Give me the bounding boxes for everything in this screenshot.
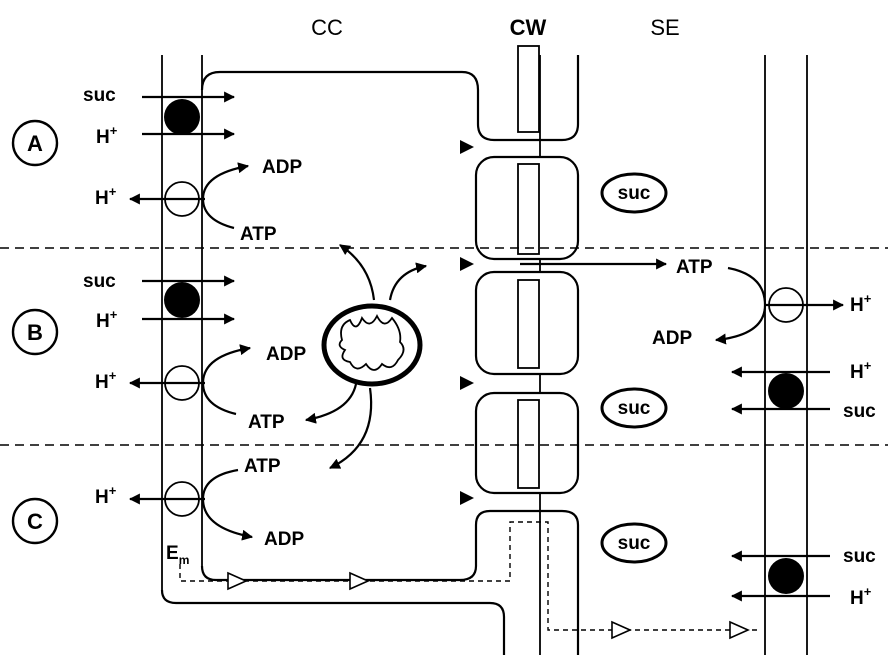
label-atp-a: ATP [240, 224, 277, 245]
region-label-cc: CC [311, 15, 343, 40]
symporter-se-b [730, 366, 830, 415]
label-h-b: H+ [96, 307, 118, 332]
label-adp-se: ADP [652, 328, 692, 349]
section-marker-b: B [11, 308, 59, 356]
suc-pool-b: suc [600, 387, 668, 429]
proton-pump-a [128, 162, 250, 230]
label-suc-a: suc [83, 85, 116, 106]
label-suc-se-b: suc [843, 401, 876, 422]
symporter-a [142, 91, 236, 140]
label-suc-b: suc [83, 271, 116, 292]
cell-wall [474, 45, 580, 495]
label-adp-b: ADP [266, 344, 306, 365]
label-h-se-b: H+ [850, 358, 872, 383]
proton-pump-se [714, 266, 845, 345]
label-adp-c: ADP [264, 529, 304, 550]
svg-text:B: B [27, 320, 43, 345]
svg-text:suc: suc [618, 398, 651, 419]
section-marker-c: C [11, 497, 59, 545]
label-atp-se: ATP [676, 257, 713, 278]
label-adp-a: ADP [262, 157, 302, 178]
symporter-se-c [730, 550, 830, 602]
svg-text:C: C [27, 509, 43, 534]
region-label-cw: CW [510, 15, 547, 40]
region-label-se: SE [650, 15, 679, 40]
svg-text:suc: suc [618, 183, 651, 204]
label-membrane-potential: Em [166, 543, 189, 567]
mito-atp-arrows [304, 244, 428, 469]
label-h-a: H+ [96, 123, 118, 148]
mitochondrion [321, 303, 423, 387]
label-h-pump-a: H+ [95, 184, 117, 209]
suc-pool-c: suc [600, 522, 668, 564]
label-h-pump-c: H+ [95, 483, 117, 508]
label-atp-b: ATP [248, 412, 285, 433]
electrical-current-path [179, 521, 760, 640]
label-h-pump-se: H+ [850, 291, 872, 316]
proton-pump-b [128, 344, 252, 416]
suc-pool-a: suc [600, 172, 668, 214]
proton-pump-c [128, 468, 254, 541]
label-h-pump-b: H+ [95, 368, 117, 393]
section-marker-a: A [11, 119, 59, 167]
label-suc-se-c: suc [843, 546, 876, 567]
symporter-b [142, 275, 236, 325]
svg-text:suc: suc [618, 533, 651, 554]
label-atp-c: ATP [244, 456, 281, 477]
label-h-se-c: H+ [850, 584, 872, 609]
svg-text:A: A [27, 131, 43, 156]
plasmodesmata-arrowheads [460, 140, 474, 505]
